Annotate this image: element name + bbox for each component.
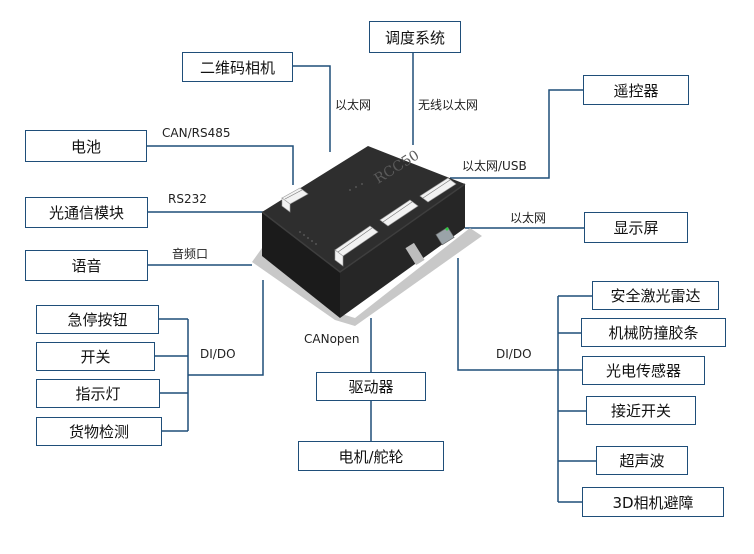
box-ultrasonic: 超声波 — [596, 446, 688, 475]
label-eth-display: 以太网 — [510, 211, 547, 225]
box-switch: 开关 — [36, 342, 155, 371]
terminal-block — [379, 199, 419, 227]
box-display-screen: 显示屏 — [584, 212, 688, 243]
label-eth-usb: 以太网/USB — [462, 159, 527, 173]
box-safety-lidar: 安全激光雷达 — [592, 281, 719, 310]
label-audio: 音频口 — [172, 247, 209, 261]
box-motor-steering-wheel: 电机/舵轮 — [298, 441, 444, 471]
wire-battery — [147, 145, 294, 185]
wire-left-feed — [188, 280, 264, 376]
box-cargo-detection: 货物检测 — [36, 417, 162, 446]
label-canopen: CANopen — [304, 332, 360, 346]
device-left-face — [262, 212, 340, 318]
box-qr-camera: 二维码相机 — [182, 52, 293, 82]
label-eth-qr: 以太网 — [335, 98, 372, 112]
usb-port — [405, 242, 425, 266]
wire-remote — [450, 89, 583, 179]
terminal-block — [281, 197, 291, 213]
device-right-face — [340, 184, 465, 318]
box-3d-camera-obstacle: 3D相机避障 — [582, 487, 724, 517]
label-dido-right: DI/DO — [496, 347, 532, 361]
terminal-block — [419, 177, 457, 203]
box-optical-comm-module: 光通信模块 — [25, 197, 148, 228]
ethernet-port — [435, 226, 455, 246]
box-battery: 电池 — [25, 130, 147, 162]
terminal-block — [334, 249, 344, 267]
wire-qr-camera — [293, 65, 331, 152]
box-emergency-stop: 急停按钮 — [36, 305, 159, 334]
box-proximity-switch: 接近开关 — [586, 396, 696, 425]
box-mechanical-bumper: 机械防撞胶条 — [581, 318, 726, 347]
device-base-plate — [252, 228, 482, 326]
box-photoelectric-sensor: 光电传感器 — [582, 356, 705, 385]
box-driver: 驱动器 — [316, 372, 426, 401]
label-wireless-eth: 无线以太网 — [418, 98, 479, 112]
box-indicator-light: 指示灯 — [36, 379, 160, 408]
label-can-rs485: CAN/RS485 — [162, 126, 231, 140]
box-remote-control: 遥控器 — [583, 75, 689, 105]
label-rs232: RS232 — [168, 192, 207, 206]
label-dido-left: DI/DO — [200, 347, 236, 361]
box-voice: 语音 — [25, 250, 148, 281]
wire-right-feed — [457, 258, 558, 371]
box-dispatch-system: 调度系统 — [369, 21, 461, 53]
